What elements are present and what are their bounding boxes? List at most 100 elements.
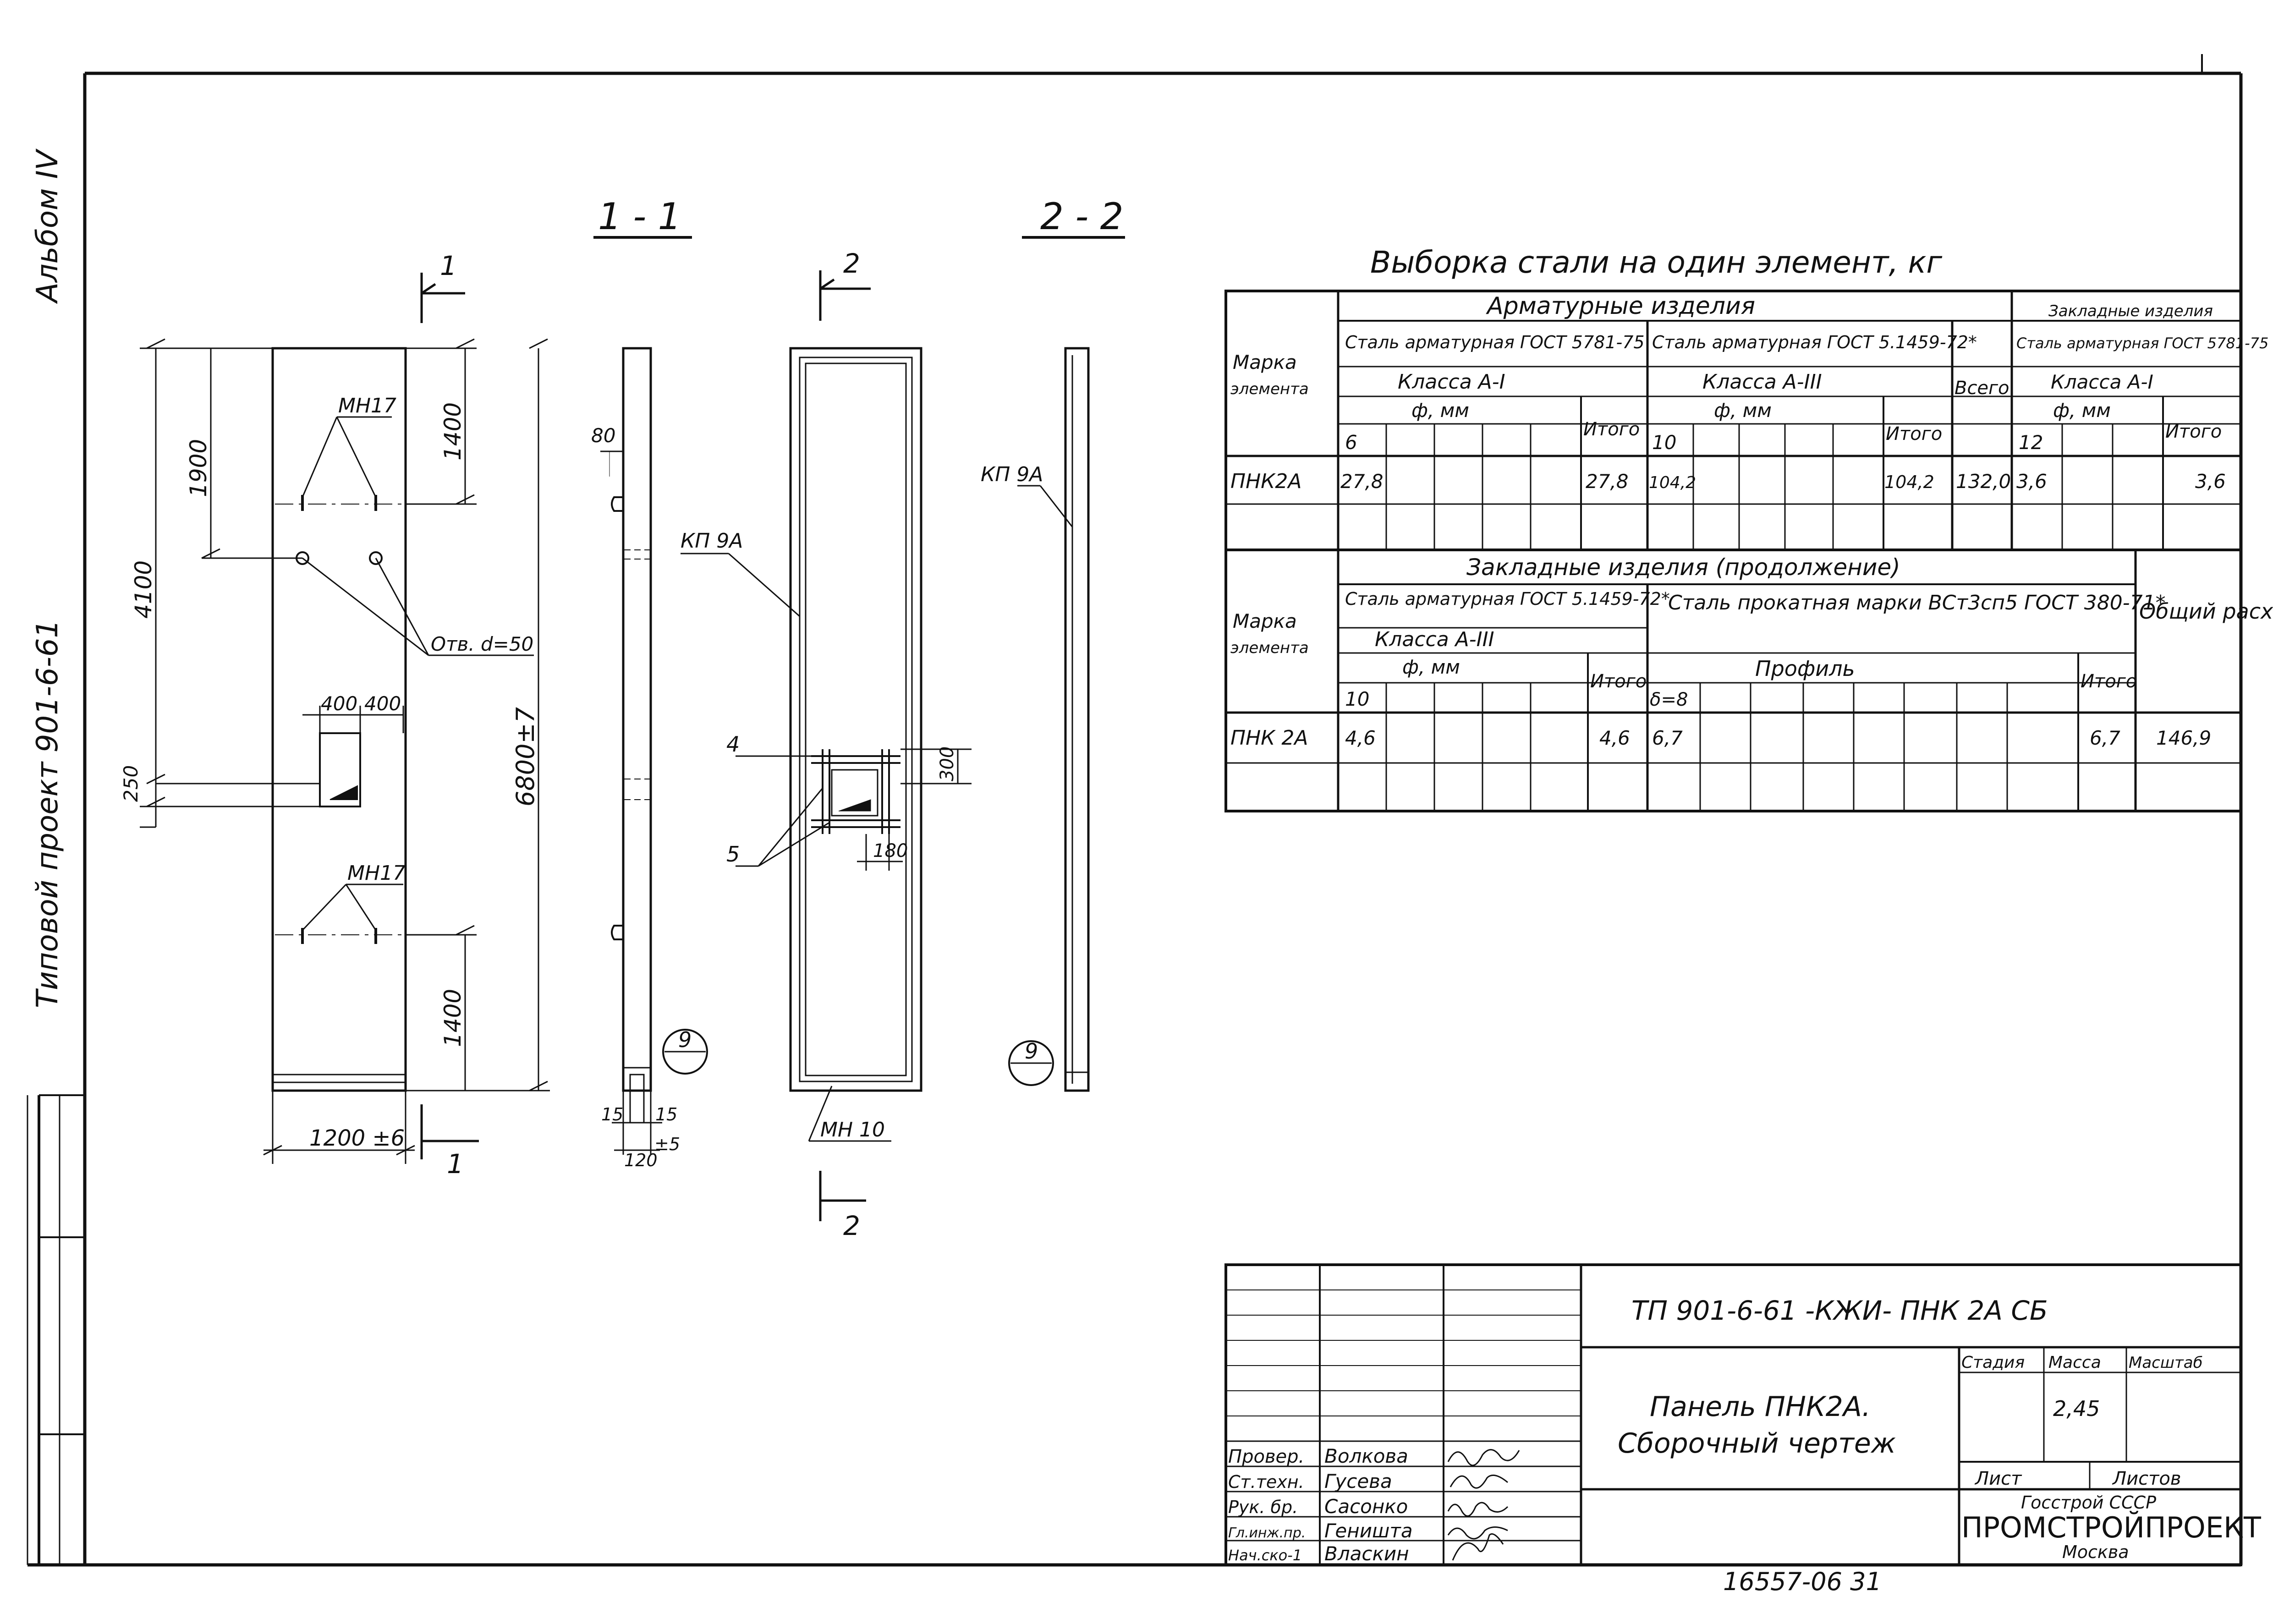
title-block-code: ТП 901-6-61 -КЖИ- ПНК 2А СБ <box>1631 1295 2048 1326</box>
cut-marker-2-bottom <box>819 1171 866 1221</box>
signer-name: Власкин <box>1324 1542 1409 1565</box>
t1-row-t2: 104,2 <box>1884 472 1934 492</box>
cut-marker-1-top-label: 1 <box>440 250 457 281</box>
section-title-1-1: 1 - 1 <box>598 195 681 238</box>
signer-name: Геништа <box>1324 1520 1413 1542</box>
signer-role: Рук. бр. <box>1228 1497 1298 1517</box>
t2-embedded-cont: Закладные изделия (продолжение) <box>1466 554 1900 581</box>
signer-role: Ст.техн. <box>1228 1472 1304 1492</box>
title-block-mass-value: 2,45 <box>2053 1396 2100 1421</box>
title-block-grid <box>1224 1263 2242 1566</box>
rear-view <box>681 347 972 1142</box>
t2-g1-phi: ф, мм <box>1402 656 1460 678</box>
signer-role: Нач.ско-1 <box>1228 1547 1302 1564</box>
t2-g2-sub: δ=8 <box>1650 689 1688 710</box>
label-holes: Отв. d=50 <box>431 633 533 655</box>
title-block-org-1: Госстрой СССР <box>2021 1492 2156 1513</box>
t2-g2-total: Итого <box>2081 671 2137 692</box>
dim-400-a: 400 <box>321 692 357 715</box>
dim-1900: 1900 <box>185 439 212 497</box>
dim-1200: 1200 ±6 <box>309 1125 405 1151</box>
title-block-scale: Масштаб <box>2129 1354 2203 1372</box>
node-9-b: 9 <box>1025 1039 1038 1064</box>
t2-g1-total: Итого <box>1590 671 1647 692</box>
label-pos-4: 4 <box>726 732 740 757</box>
t1-g2-total: Итого <box>1886 423 1942 444</box>
t2-g2-profile: Профиль <box>1755 656 1855 681</box>
cut-marker-1-top <box>420 273 465 323</box>
t1-row-v10: 104,2 <box>1649 473 1696 492</box>
t1-g1-sub: 6 <box>1345 431 1357 454</box>
front-view-dimension-lines <box>140 338 550 1164</box>
t1-armature: Арматурные изделия <box>1486 292 1755 320</box>
t1-row-t3: 3,6 <box>2195 470 2226 493</box>
title-block-mass: Масса <box>2048 1353 2101 1372</box>
dim-180: 180 <box>873 840 908 861</box>
cut-marker-2-top <box>819 270 871 321</box>
t1-g3-sub: 12 <box>2019 431 2043 454</box>
front-view <box>271 347 534 1092</box>
dim-400-b: 400 <box>364 692 401 715</box>
cut-marker-1-bottom <box>420 1104 479 1159</box>
dim-6800: 6800±7 <box>511 707 540 807</box>
t1-g1-phi: ф, мм <box>1411 399 1469 422</box>
dim-4100: 4100 <box>130 560 157 619</box>
dim-tol-5: ±5 <box>654 1134 680 1154</box>
title-block-org-3: Москва <box>2062 1542 2129 1562</box>
sheet-frame <box>27 54 2243 1567</box>
t2-row-vd8: 6,7 <box>1652 727 1683 749</box>
signer-role: Гл.инж.пр. <box>1228 1525 1306 1541</box>
dim-250: 250 <box>120 765 142 802</box>
t2-g1-sub: 10 <box>1345 688 1369 710</box>
signer-name: Волкова <box>1324 1445 1408 1467</box>
signers: Провер. Волкова Ст.техн. Гусева Рук. бр.… <box>1228 1445 1413 1565</box>
project-label: Типовой проект 901-6-61 <box>31 620 65 1008</box>
t1-row-t1: 27,8 <box>1586 470 1629 493</box>
cut-marker-2-top-label: 2 <box>843 248 860 279</box>
t1-g2-sub: 10 <box>1652 431 1676 454</box>
dim-300: 300 <box>937 746 958 781</box>
dim-80: 80 <box>591 424 615 447</box>
t2-col-mark-1: Марка <box>1233 610 1297 632</box>
t1-all: Всего <box>1955 378 2009 399</box>
steel-table-grid <box>1224 290 2242 812</box>
t1-embedded: Закладные изделия <box>2048 302 2213 320</box>
t1-g2-phi: ф, мм <box>1714 399 1772 422</box>
t1-g3-total: Итого <box>2165 421 2222 442</box>
t1-g3-steel: Сталь арматурная ГОСТ 5781-75 <box>2016 335 2268 352</box>
cut-marker-2-bottom-label: 2 <box>843 1210 860 1241</box>
dim-120: 120 <box>624 1150 658 1170</box>
cut-marker-1-bottom-label: 1 <box>447 1148 464 1180</box>
label-mn17-top: МН17 <box>338 394 396 417</box>
dim-1400-top: 1400 <box>439 402 466 461</box>
dim-15-a: 15 <box>601 1104 623 1125</box>
album-label: Альбом IV <box>31 148 65 304</box>
t2-row-v10: 4,6 <box>1345 727 1376 749</box>
t1-g2-class: Класса А-III <box>1702 370 1822 394</box>
steel-table-lower-text: Марка элемента Закладные изделия (продол… <box>1230 554 2273 750</box>
title-block-sheet: Лист <box>1974 1468 2022 1489</box>
t2-g2-steel: Сталь прокатная марки ВСт3сп5 ГОСТ 380-7… <box>1668 591 2166 614</box>
title-block-name-1: Панель ПНК2А. <box>1650 1391 1871 1423</box>
label-kp9a-section: КП 9А <box>981 463 1043 486</box>
t1-g3-class: Класса А-I <box>2051 371 2153 393</box>
t1-row-all: 132,0 <box>1956 470 2011 493</box>
t2-row-t2: 6,7 <box>2090 727 2120 749</box>
label-kp9a-rear: КП 9А <box>681 529 743 553</box>
title-block-stage: Стадия <box>1961 1353 2025 1372</box>
title-block-org-2: ПРОМСТРОЙПРОЕКТ <box>1961 1511 2262 1544</box>
t2-overall: Общий расход стали <box>2139 599 2273 624</box>
t2-col-mark-2: элемента <box>1230 639 1309 657</box>
dim-15-b: 15 <box>655 1104 677 1125</box>
label-mn17-bottom: МН17 <box>347 861 406 885</box>
t1-col-mark-2: элемента <box>1230 380 1309 398</box>
label-mn10: МН 10 <box>820 1118 885 1141</box>
t1-row-v12: 3,6 <box>2016 470 2047 493</box>
title-block-sheets: Листов <box>2112 1468 2181 1489</box>
dim-1400-bottom: 1400 <box>439 989 466 1047</box>
t1-col-mark-1: Марка <box>1233 351 1297 373</box>
steel-table-upper-text: Марка элемента Арматурные изделия Заклад… <box>1230 292 2268 493</box>
signer-name: Сасонко <box>1324 1495 1408 1518</box>
t1-g2-steel: Сталь арматурная ГОСТ 5.1459-72* <box>1652 332 1977 352</box>
